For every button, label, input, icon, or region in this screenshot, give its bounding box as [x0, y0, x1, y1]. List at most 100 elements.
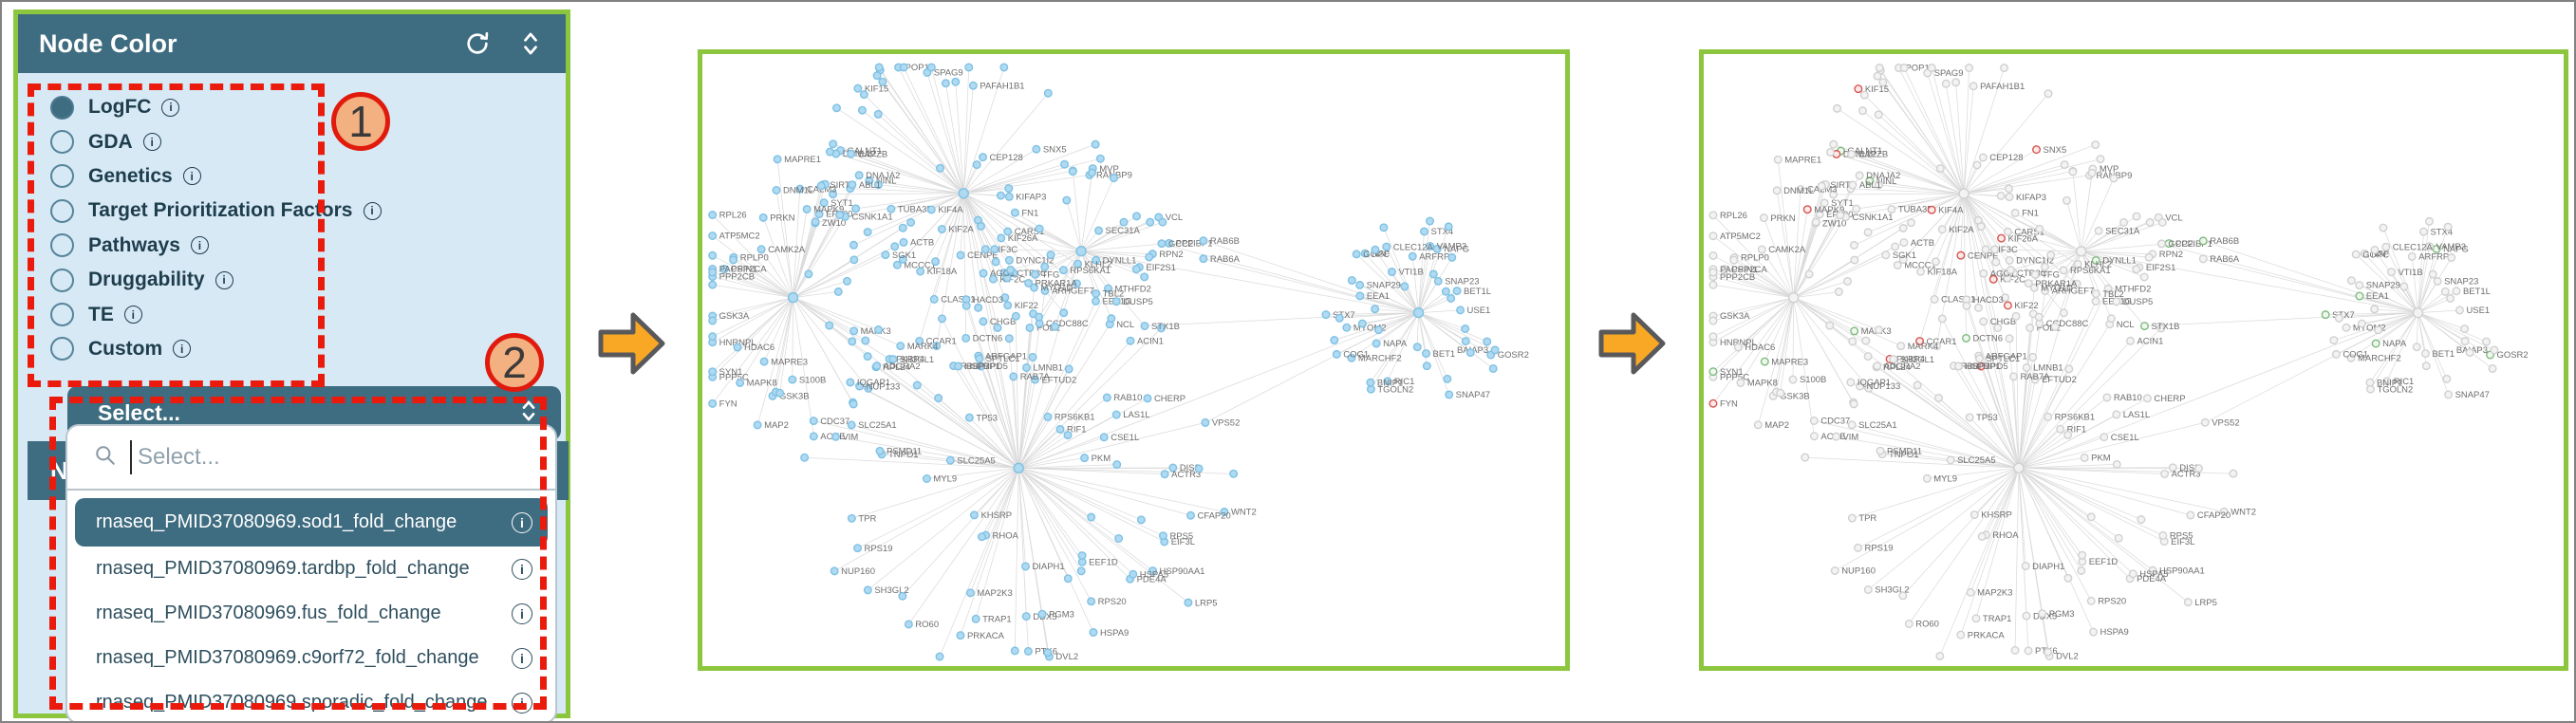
gene-node[interactable] — [2005, 184, 2014, 194]
gene-node[interactable] — [2442, 374, 2452, 383]
gene-node[interactable] — [1465, 348, 1475, 358]
gene-node[interactable] — [849, 240, 858, 250]
gene-node[interactable] — [1087, 168, 1096, 177]
gene-node[interactable] — [1002, 273, 1012, 283]
gene-node[interactable] — [1956, 250, 1966, 260]
gene-node[interactable] — [753, 420, 762, 430]
gene-node[interactable] — [1861, 336, 1871, 345]
gene-node[interactable] — [2219, 507, 2229, 516]
gene-node[interactable] — [1708, 332, 1718, 342]
gene-node[interactable] — [1347, 353, 1356, 362]
gene-node[interactable] — [1060, 159, 1070, 169]
gene-node[interactable] — [2399, 282, 2409, 291]
gene-node[interactable] — [2028, 352, 2038, 362]
gene-node[interactable] — [881, 250, 890, 260]
gene-node[interactable] — [1708, 268, 1718, 277]
gene-node[interactable] — [1875, 325, 1883, 335]
gene-node[interactable] — [831, 103, 841, 113]
gene-node[interactable] — [2041, 287, 2050, 296]
gene-node[interactable] — [1412, 306, 1425, 319]
gene-node[interactable] — [2086, 596, 2096, 605]
gene-node[interactable] — [2060, 160, 2069, 170]
gene-node[interactable] — [975, 354, 984, 363]
gene-node[interactable] — [874, 325, 884, 335]
gene-node[interactable] — [2455, 306, 2464, 315]
gene-node[interactable] — [775, 388, 785, 398]
gene-node[interactable] — [1332, 349, 1341, 359]
gene-node[interactable] — [2064, 364, 2074, 374]
gene-node[interactable] — [1854, 543, 1863, 552]
gene-node[interactable] — [1157, 239, 1167, 249]
gene-node[interactable] — [898, 591, 907, 601]
gene-node[interactable] — [2087, 168, 2097, 177]
gene-node[interactable] — [1055, 424, 1065, 434]
gene-node[interactable] — [1887, 205, 1896, 214]
gene-node[interactable] — [1040, 262, 1050, 271]
gene-node[interactable] — [847, 149, 856, 158]
gene-node[interactable] — [974, 303, 983, 312]
gene-node[interactable] — [2126, 336, 2135, 345]
gene-node[interactable] — [1321, 310, 1331, 320]
gene-node[interactable] — [1951, 78, 1961, 87]
dataset-search-input[interactable] — [132, 444, 538, 471]
gene-node[interactable] — [1132, 212, 1141, 221]
gene-node[interactable] — [1447, 252, 1457, 262]
gene-node[interactable] — [1832, 432, 1841, 441]
gene-node[interactable] — [954, 362, 963, 371]
gene-node[interactable] — [1788, 292, 1800, 304]
gene-node[interactable] — [1847, 420, 1857, 430]
gene-node[interactable] — [977, 532, 986, 542]
gene-node[interactable] — [1094, 226, 1104, 235]
gene-node[interactable] — [2198, 236, 2208, 246]
gene-node[interactable] — [1184, 598, 1193, 607]
gene-node[interactable] — [1387, 268, 1396, 277]
gene-node[interactable] — [1091, 139, 1100, 149]
gene-node[interactable] — [1972, 160, 1982, 170]
gene-node[interactable] — [1087, 512, 1096, 522]
gene-node[interactable] — [937, 225, 946, 234]
gene-node[interactable] — [1043, 412, 1053, 421]
gene-node[interactable] — [1729, 255, 1739, 265]
gene-node[interactable] — [1004, 184, 1014, 194]
info-icon[interactable] — [512, 602, 532, 624]
gene-node[interactable] — [863, 585, 872, 595]
gene-node[interactable] — [1993, 324, 2003, 332]
gene-node[interactable] — [1111, 297, 1121, 306]
gene-node[interactable] — [1891, 242, 1900, 251]
gene-node[interactable] — [2145, 217, 2155, 227]
radio-option-logfc[interactable]: LogFC — [50, 90, 382, 124]
gene-node[interactable] — [1420, 227, 1429, 236]
gene-node[interactable] — [2010, 208, 2020, 217]
gene-node[interactable] — [708, 232, 718, 240]
gene-node[interactable] — [814, 210, 824, 219]
gene-node[interactable] — [2089, 627, 2099, 637]
gene-node[interactable] — [1013, 462, 1024, 474]
gene-node[interactable] — [1004, 192, 1014, 201]
gene-node[interactable] — [1708, 211, 1718, 220]
gene-node[interactable] — [1145, 252, 1154, 262]
gene-node[interactable] — [2433, 276, 2442, 286]
gene-node[interactable] — [929, 294, 939, 304]
gene-node[interactable] — [1802, 205, 1812, 214]
radio-circle[interactable] — [50, 130, 74, 155]
gene-node[interactable] — [2068, 167, 2078, 176]
gene-node[interactable] — [1010, 208, 1019, 217]
gene-node[interactable] — [979, 317, 988, 326]
gene-node[interactable] — [1043, 88, 1053, 98]
gene-node[interactable] — [1829, 190, 1839, 199]
gene-node[interactable] — [2379, 223, 2388, 232]
gene-node[interactable] — [1064, 364, 1073, 374]
gene-node[interactable] — [2157, 217, 2167, 227]
gene-node[interactable] — [864, 383, 873, 393]
gene-node[interactable] — [708, 268, 718, 277]
gene-node[interactable] — [898, 254, 907, 264]
gene-node[interactable] — [2003, 227, 2012, 236]
gene-node[interactable] — [1811, 217, 1820, 227]
gene-node[interactable] — [1990, 245, 2000, 254]
gene-node[interactable] — [906, 217, 916, 227]
radio-option-druggability[interactable]: Druggability — [50, 263, 382, 297]
gene-node[interactable] — [1859, 90, 1869, 100]
gene-node[interactable] — [899, 63, 908, 72]
gene-node[interactable] — [1776, 388, 1785, 398]
gene-node[interactable] — [873, 180, 883, 190]
